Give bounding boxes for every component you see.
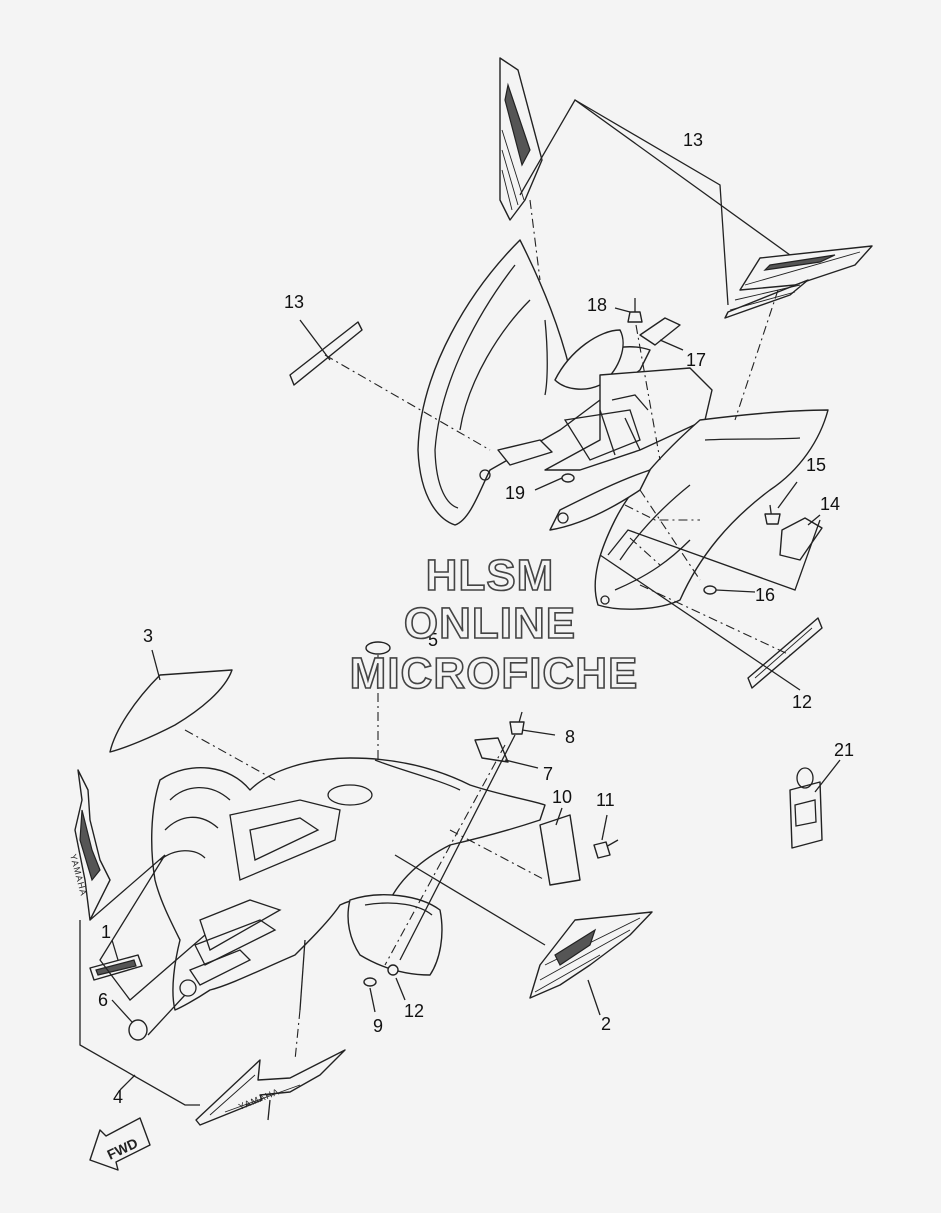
callout-13-lower: 12 <box>792 692 812 712</box>
bolt-8 <box>509 711 525 735</box>
bolt-19 <box>627 298 643 323</box>
callout-21: 21 <box>834 740 854 760</box>
callout-15: 14 <box>820 494 840 514</box>
decal-3 <box>109 669 233 753</box>
tag-21 <box>789 767 823 849</box>
watermark: HLSM ONLINE MICROFICHE <box>349 550 639 699</box>
callout-4: 4 <box>113 1087 123 1107</box>
callout-18: 17 <box>686 350 706 370</box>
label-15 <box>779 517 823 561</box>
grommet-17 <box>703 585 717 595</box>
rear-fender <box>417 239 829 610</box>
label-7 <box>474 737 509 763</box>
watermark-line-2: ONLINE <box>404 599 576 648</box>
label-18 <box>639 317 681 346</box>
callout-16: 15 <box>806 455 826 475</box>
callout-20: 19 <box>505 483 525 503</box>
decal-13-upper <box>289 321 363 386</box>
badge-1 <box>89 954 143 981</box>
callout-14: 13 <box>683 130 703 150</box>
callout-17: 16 <box>755 585 775 605</box>
callout-19: 18 <box>587 295 607 315</box>
front-fender <box>151 757 546 1011</box>
bolt-16 <box>764 504 781 525</box>
decal-4: YAMAHA <box>195 1049 346 1126</box>
callout-7: 7 <box>543 764 553 784</box>
callout-8: 8 <box>565 727 575 747</box>
callout-13-upper: 13 <box>284 292 304 312</box>
decal-2 <box>529 911 653 999</box>
bolt-11 <box>593 839 619 859</box>
emblem-6 <box>128 1019 148 1041</box>
callout-3: 3 <box>143 626 153 646</box>
grommet-9 <box>363 977 377 987</box>
grommet-12 <box>387 964 399 976</box>
callout-6: 6 <box>98 990 108 1010</box>
callout-11: 11 <box>596 790 615 810</box>
plate-10 <box>539 814 581 886</box>
callout-numbers: 13 13 18 17 19 15 14 16 12 3 5 8 21 7 10… <box>98 130 854 1107</box>
watermark-line-1: HLSM <box>426 551 555 600</box>
callout-1: 1 <box>101 922 111 942</box>
watermark-line-3: MICROFICHE <box>350 649 639 698</box>
fwd-arrow: FWD <box>89 1117 151 1171</box>
callout-2: 2 <box>601 1014 611 1034</box>
callout-5: 5 <box>428 630 438 650</box>
callout-10: 10 <box>552 787 572 807</box>
emblem-5 <box>365 641 391 655</box>
decal-14-right <box>724 245 873 319</box>
side-decal-left: YAMAHA <box>68 769 111 921</box>
decal-14-left <box>499 57 543 221</box>
callout-12: 12 <box>404 1001 424 1021</box>
leader-lines <box>79 99 841 1121</box>
callout-9: 9 <box>373 1016 383 1036</box>
grommet-20 <box>561 473 575 483</box>
